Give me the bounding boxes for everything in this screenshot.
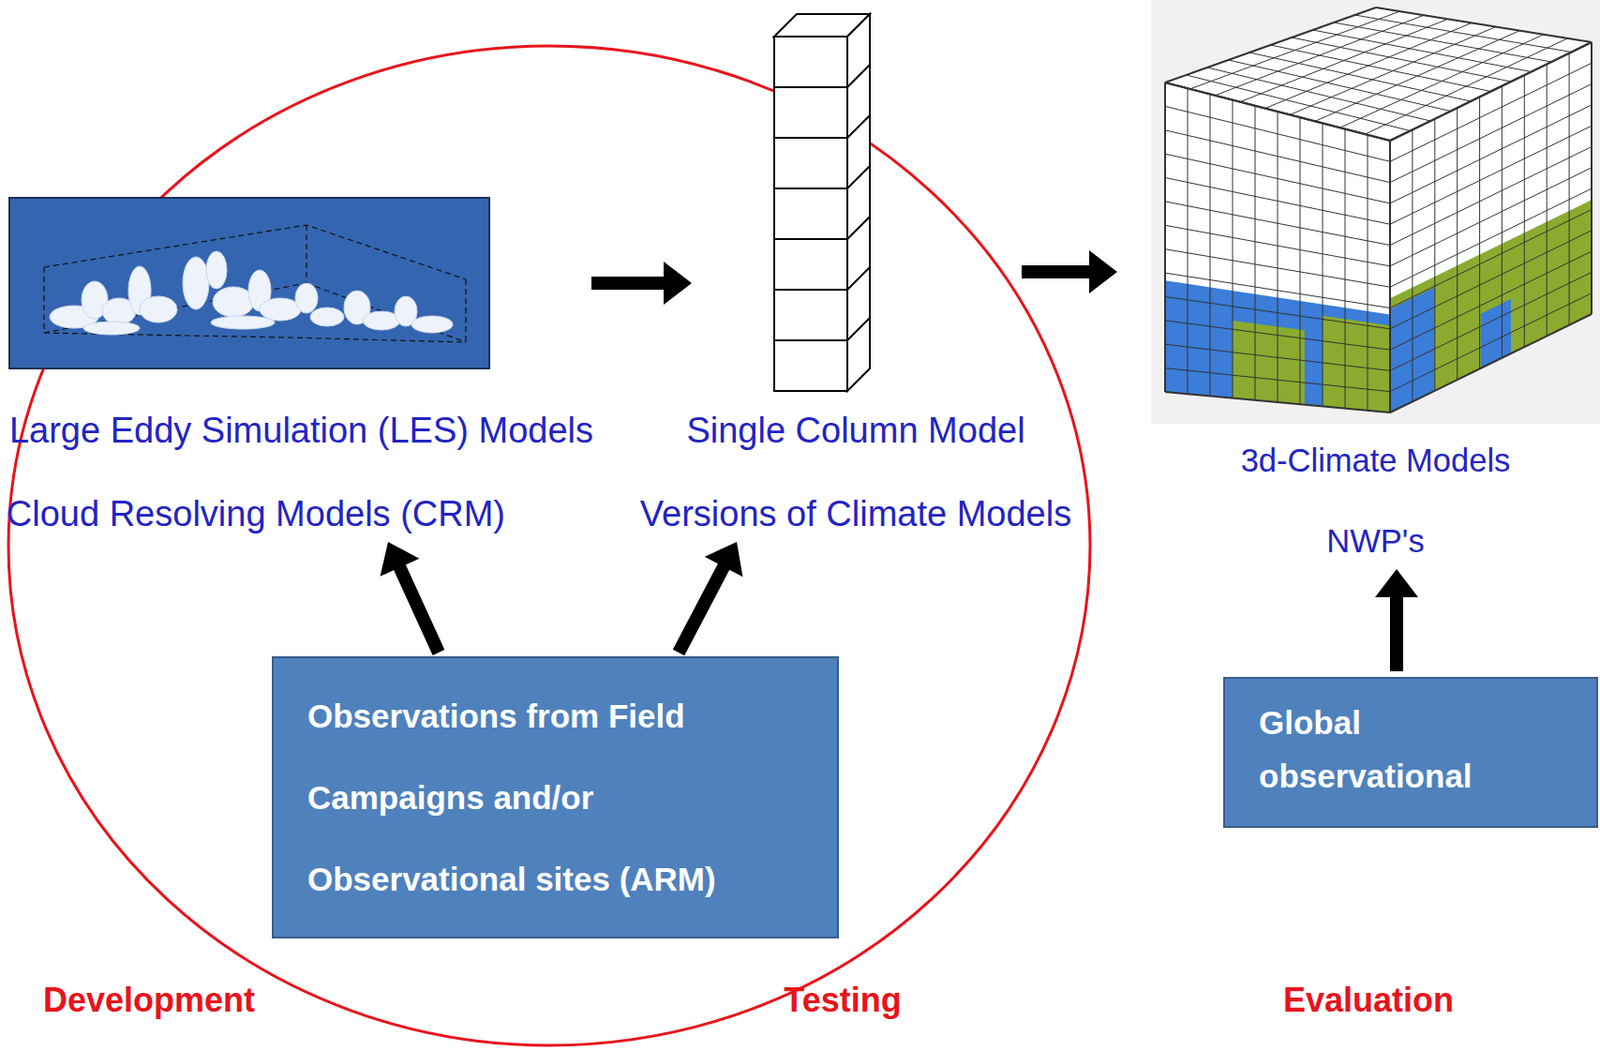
model-caption: NWP's <box>1151 520 1600 562</box>
stage-label: Development <box>43 979 255 1021</box>
model-caption: 3d-Climate Models <box>1151 439 1600 481</box>
stage-label: Evaluation <box>1283 979 1454 1021</box>
red-ellipse <box>8 45 1091 1046</box>
single-column-illustration <box>772 10 872 393</box>
les-illustration <box>8 196 491 370</box>
block-arrow <box>678 541 743 653</box>
block-arrow <box>380 541 439 653</box>
model-caption: Versions of Climate Models <box>609 493 1103 535</box>
box-text: Observations from Field Campaigns and/or… <box>307 674 734 920</box>
model-caption: Single Column Model <box>609 409 1103 451</box>
block-arrow <box>1021 250 1118 294</box>
climate-grid-illustration <box>1151 0 1600 424</box>
model-caption: Cloud Resolving Models (CRM) <box>6 493 506 535</box>
single-column-group: Single Column ModelVersions of Climate M… <box>609 10 1103 540</box>
observations-box: Observations from Field Campaigns and/or… <box>271 656 839 939</box>
stage-label: Testing <box>783 979 901 1021</box>
box-text: Global observational <box>1258 695 1541 803</box>
model-caption: Large Eddy Simulation (LES) Models <box>9 409 594 451</box>
climate-model-group: 3d-Climate ModelsNWP's <box>1151 0 1600 568</box>
les-model-group: Large Eddy Simulation (LES) ModelsCloud … <box>8 196 599 539</box>
block-arrow <box>1375 568 1419 672</box>
global-observations-box: Global observational <box>1223 676 1599 828</box>
block-arrow <box>591 261 692 305</box>
